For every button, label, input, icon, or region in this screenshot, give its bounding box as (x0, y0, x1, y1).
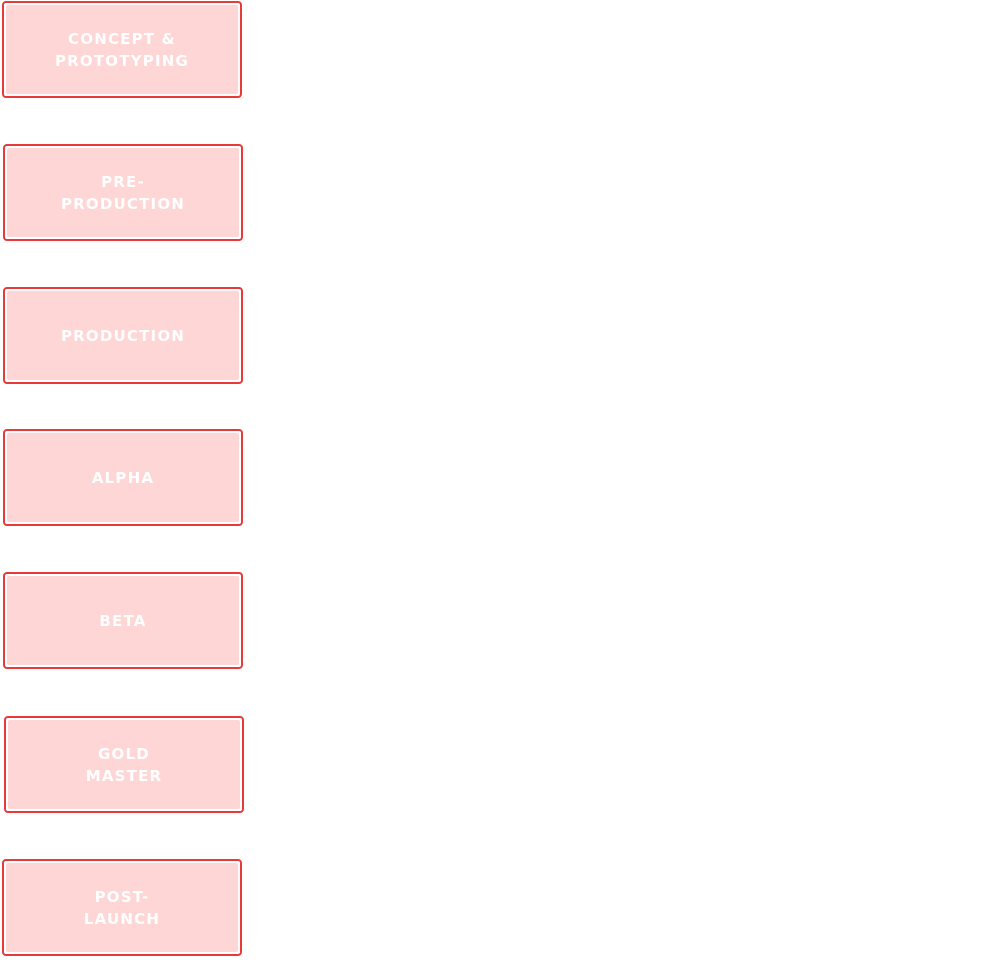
stage-gold-master[interactable]: GOLD MASTER (4, 716, 244, 813)
stage-concept-prototyping[interactable]: CONCEPT & PROTOTYPING (2, 1, 242, 98)
stage-box-fill: ALPHA (7, 433, 239, 522)
stage-label: POST- LAUNCH (83, 887, 161, 928)
stage-production[interactable]: PRODUCTION (3, 287, 243, 384)
stage-label: ALPHA (91, 468, 155, 487)
stage-label: BETA (99, 611, 147, 630)
stage-box-fill: PRE- PRODUCTION (7, 148, 239, 237)
stage-box-fill: GOLD MASTER (8, 720, 240, 809)
stage-box-fill: BETA (7, 576, 239, 665)
stage-beta[interactable]: BETA (3, 572, 243, 669)
stage-pre-production[interactable]: PRE- PRODUCTION (3, 144, 243, 241)
stage-alpha[interactable]: ALPHA (3, 429, 243, 526)
stage-box-fill: PRODUCTION (7, 291, 239, 380)
stage-label: PRE- PRODUCTION (60, 172, 186, 213)
stage-label: GOLD MASTER (85, 744, 163, 785)
stage-box-fill: POST- LAUNCH (6, 863, 238, 952)
stage-post-launch[interactable]: POST- LAUNCH (2, 859, 242, 956)
stage-box-fill: CONCEPT & PROTOTYPING (6, 5, 238, 94)
stage-label: PRODUCTION (60, 326, 186, 345)
stage-label: CONCEPT & PROTOTYPING (54, 29, 189, 70)
